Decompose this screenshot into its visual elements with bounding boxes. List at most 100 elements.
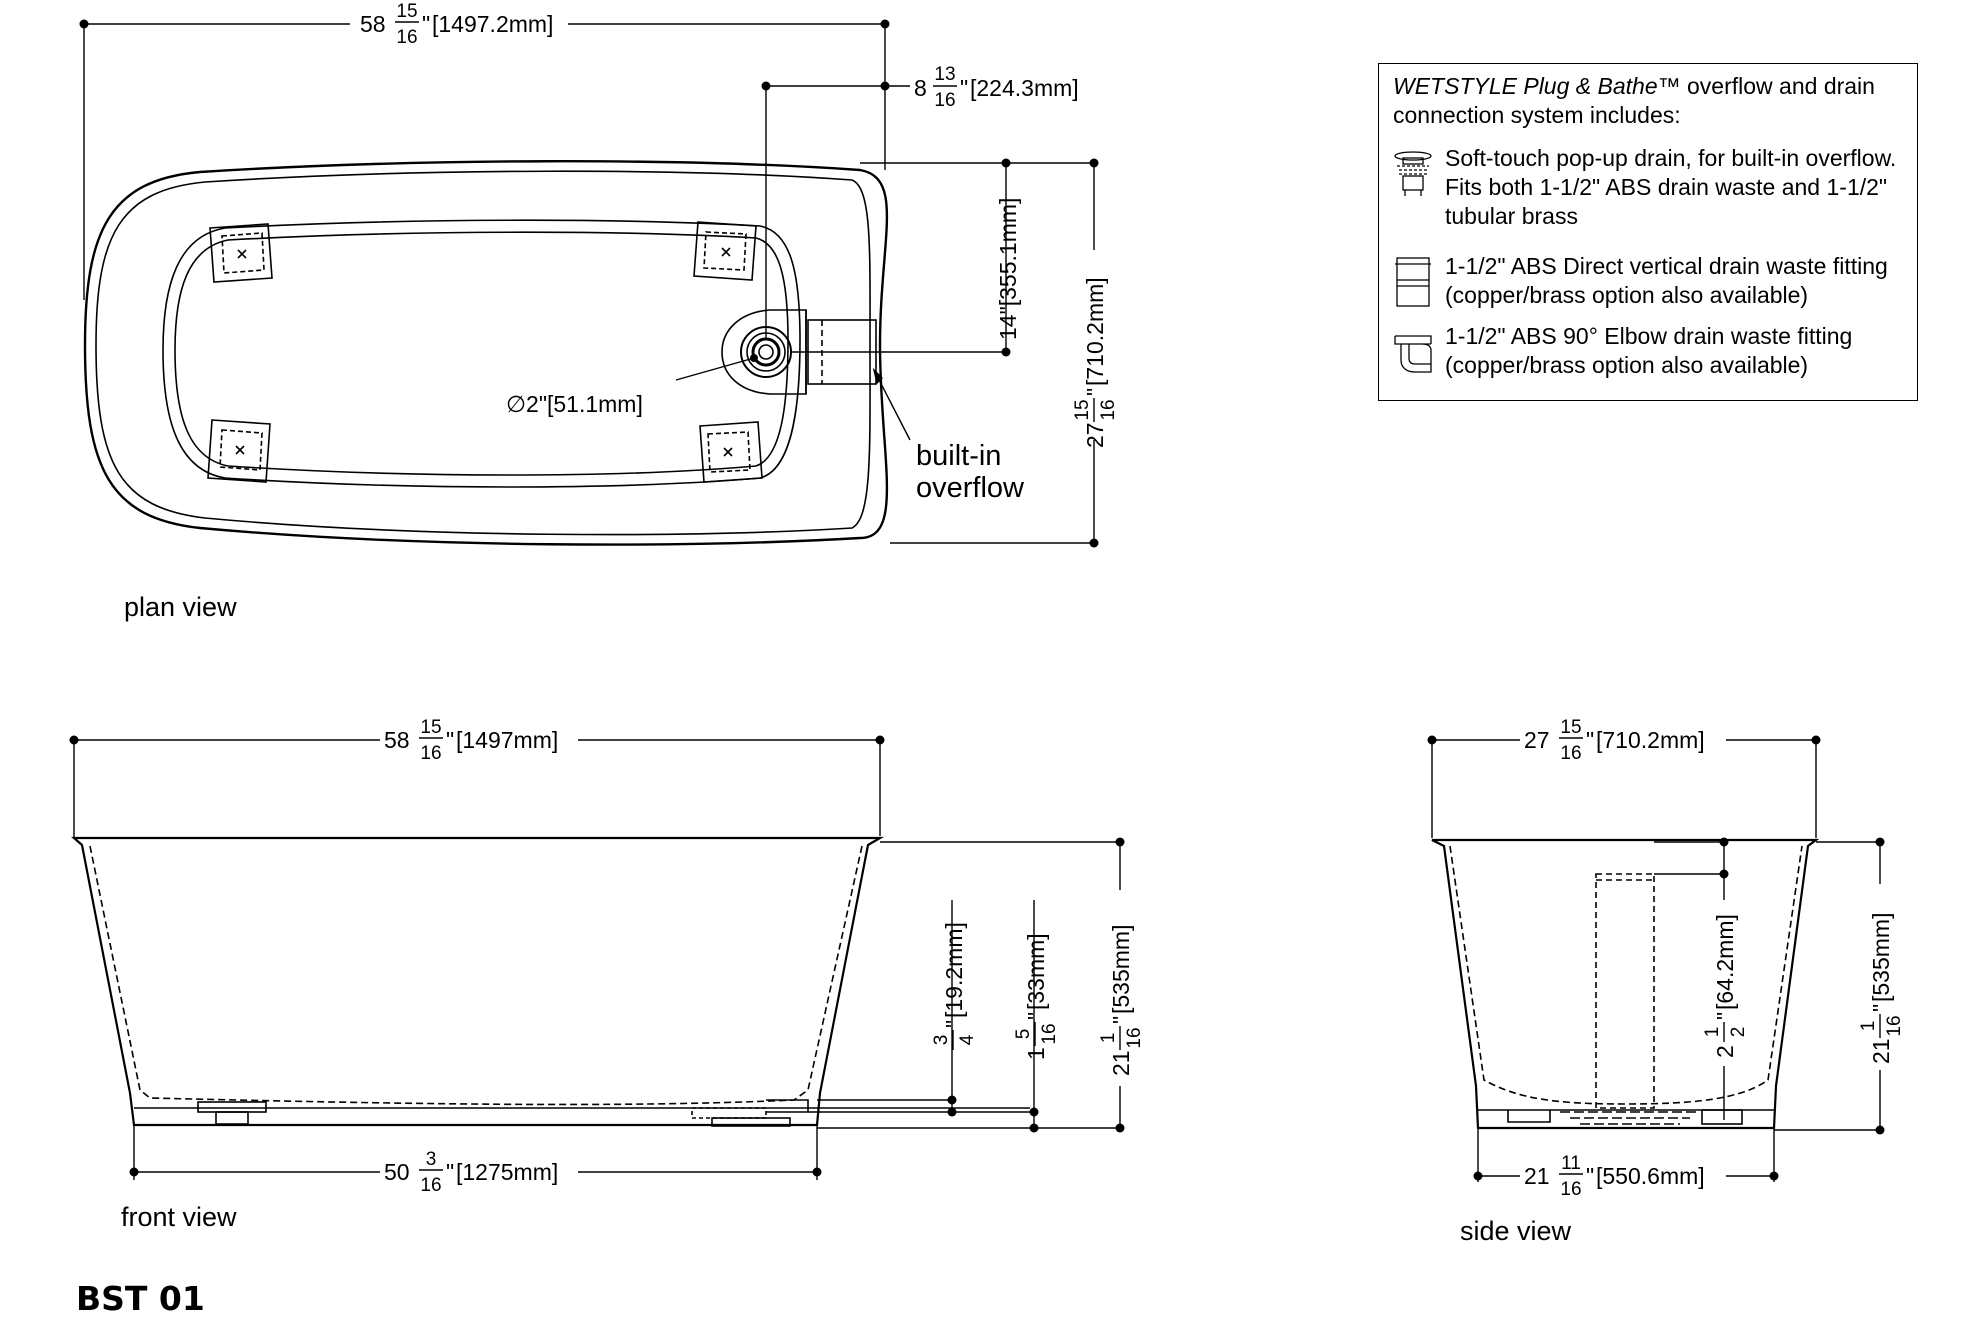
svg-text:15: 15 [396,1,417,22]
legend-box: WETSTYLE Plug & Bathe™ overflow and drai… [1378,63,1918,401]
svg-text:": " [1108,1016,1134,1024]
front-view-drawing [71,836,1030,1127]
side-dimension-dots [1427,735,1885,1181]
legend-item-vertical-fitting: 1-1/2" ABS Direct vertical drain waste f… [1445,253,1888,308]
svg-text:[1275mm]: [1275mm] [456,1159,558,1185]
svg-text:[33mm]: [33mm] [1023,933,1049,1010]
front-dimension-dots [69,735,1125,1177]
svg-text:14"[355.1mm]: 14"[355.1mm] [995,198,1021,340]
svg-text:": " [1023,1012,1049,1020]
svg-text:58: 58 [384,727,410,753]
elbow-fitting-icon [1394,335,1432,373]
dim-front-mid-height: 1 5 16 " [33mm] [1013,933,1060,1060]
svg-text:[535mm]: [535mm] [1108,925,1134,1014]
front-tub-inner-wall [89,845,863,1106]
svg-text:1: 1 [1023,1047,1049,1060]
svg-text:[710.2mm]: [710.2mm] [1082,277,1108,386]
plan-dimension-lines [83,23,1096,544]
svg-text:21: 21 [1868,1038,1894,1064]
svg-text:8: 8 [914,75,927,101]
plan-dimension-dots [79,19,1099,548]
side-tub-outline [1431,838,1820,1130]
plan-tub-rim-inner [95,170,871,536]
legend-intro: WETSTYLE Plug & Bathe™ overflow and drai… [1393,72,1903,130]
svg-text:15: 15 [1072,399,1093,420]
svg-text:2: 2 [1728,1027,1749,1038]
side-view-drawing [1431,838,1820,1130]
svg-text:2: 2 [1712,1045,1738,1058]
svg-text:1: 1 [1702,1027,1723,1038]
svg-text:16: 16 [1560,743,1581,764]
svg-text:15: 15 [420,717,441,738]
front-foot-left [197,1101,267,1125]
dim-plan-width: 58 15 16 " [1497.2mm] [360,1,553,48]
svg-text:21: 21 [1108,1050,1134,1076]
svg-text:": " [446,1159,454,1185]
svg-text:16: 16 [396,27,417,48]
svg-text:15: 15 [1560,717,1581,738]
model-title: BST 01 [76,1279,205,1318]
svg-text:21: 21 [1524,1163,1550,1189]
svg-text:16: 16 [1124,1027,1145,1048]
side-view-label: side view [1460,1216,1572,1246]
svg-text:27: 27 [1082,422,1108,448]
dim-plan-depth: 27 15 16 " [710.2mm] [1072,277,1119,448]
popup-drain-icon [1394,151,1432,196]
side-dimension-lines [1431,739,1881,1182]
callout-drain-diameter: ∅2"[51.1mm] [506,391,643,417]
plan-foot-bottom-right [699,421,763,483]
plan-basin-inner-line [174,231,789,476]
legend-intro-text: ™ overflow and drain connection system i… [1393,73,1875,128]
front-tub-outline [71,836,885,1127]
legend-brand: WETSTYLE Plug & Bathe [1393,73,1658,99]
svg-text:[1497.2mm]: [1497.2mm] [432,11,553,37]
legend-item-popup-drain: Soft-touch pop-up drain, for built-in ov… [1445,145,1897,229]
side-drain-assembly [1507,1109,1743,1125]
dim-plan-drain-depth: 14"[355.1mm] [995,198,1021,340]
plan-foot-bottom-left [207,419,271,483]
svg-text:16: 16 [934,90,955,111]
svg-text:16: 16 [420,743,441,764]
svg-text:11: 11 [1561,1153,1581,1174]
front-drain-assembly [691,1099,809,1127]
svg-text:": " [1586,727,1594,753]
plan-foot-top-right [693,221,757,281]
svg-text:": " [1586,1163,1594,1189]
plan-foot-top-left [209,223,273,283]
svg-text:": " [1712,1012,1738,1020]
svg-text:": " [1868,1004,1894,1012]
svg-text:58: 58 [360,11,386,37]
legend-item-elbow-fitting: 1-1/2" ABS 90° Elbow drain waste fitting… [1445,323,1853,378]
svg-text:16: 16 [1098,399,1119,420]
svg-text:[64.2mm]: [64.2mm] [1712,914,1738,1010]
svg-text:": " [960,75,968,101]
svg-text:16: 16 [1039,1023,1060,1044]
plan-tub-outline [83,160,889,546]
svg-text:[535mm]: [535mm] [1868,913,1894,1002]
side-overflow-pipe [1595,873,1655,1109]
svg-text:16: 16 [1884,1015,1905,1036]
svg-text:": " [941,1020,967,1028]
svg-text:16: 16 [1560,1179,1581,1200]
dim-side-height: 21 1 16 " [535mm] [1858,913,1905,1064]
plan-view-label: plan view [124,592,237,622]
svg-text:1: 1 [1098,1033,1119,1044]
svg-text:[224.3mm]: [224.3mm] [970,75,1079,101]
dim-side-base: 21 11 16 " [550.6mm] [1524,1153,1705,1200]
callout-overflow-line1: built-in [916,440,1001,472]
svg-text:50: 50 [384,1159,410,1185]
svg-text:3: 3 [931,1035,952,1046]
callout-overflow-line2: overflow [916,472,1025,504]
dim-side-overflow: 2 1 2 " [64.2mm] [1702,914,1749,1058]
svg-text:16: 16 [420,1175,441,1196]
svg-text:[550.6mm]: [550.6mm] [1596,1163,1705,1189]
dim-side-width: 27 15 16 " [710.2mm] [1524,717,1705,764]
svg-text:5: 5 [1013,1029,1034,1040]
svg-text:13: 13 [934,64,955,85]
svg-text:[1497mm]: [1497mm] [456,727,558,753]
dim-front-height: 21 1 16 " [535mm] [1098,925,1145,1076]
vertical-fitting-icon [1395,257,1431,307]
svg-text:1: 1 [1858,1021,1879,1032]
dim-front-base: 50 3 16 " [1275mm] [384,1149,558,1196]
